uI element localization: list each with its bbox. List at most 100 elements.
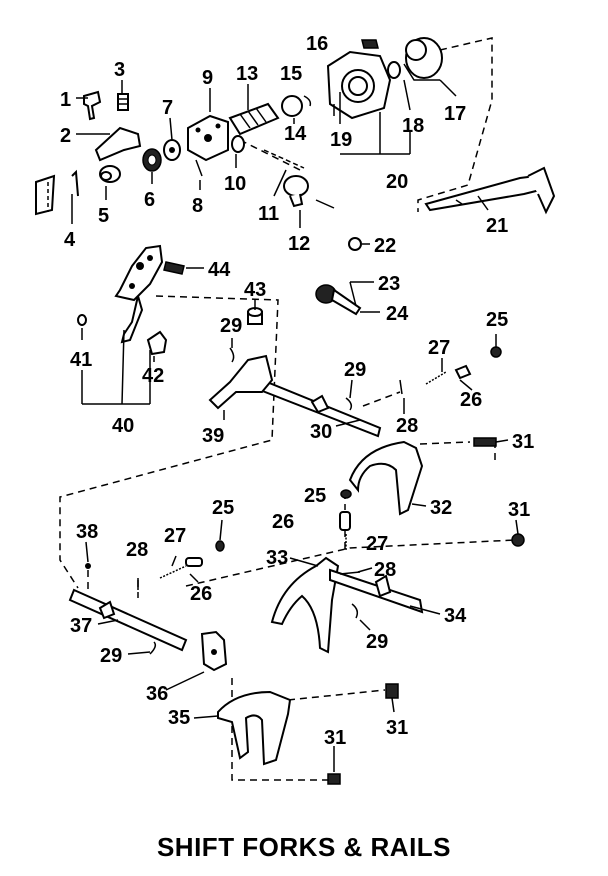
bushing-5 (99, 165, 121, 183)
callout-22: 22 (374, 235, 396, 257)
leader-lines (71, 79, 519, 772)
spring-27a (425, 371, 447, 385)
shift-rail-34 (329, 568, 424, 614)
shift-rail-21 (424, 166, 556, 215)
bolt-16 (361, 39, 379, 49)
callout-43: 43 (244, 279, 266, 301)
callout-30: 30 (310, 421, 332, 443)
spring-23 (349, 281, 357, 307)
callout-13: 13 (236, 63, 258, 85)
bolt-31d (327, 773, 341, 785)
shift-fork-32 (348, 440, 424, 516)
callout-29c: 29 (366, 631, 388, 653)
callout-44: 44 (208, 259, 231, 281)
callout-19: 19 (330, 129, 352, 151)
interlock-26a (454, 364, 472, 380)
detent-plunger-24 (315, 284, 362, 316)
callout-27a: 27 (428, 337, 450, 359)
callout-39: 39 (202, 425, 224, 447)
lever-12 (283, 175, 309, 208)
callout-24: 24 (386, 303, 409, 325)
clip-29d (149, 641, 157, 655)
callout-27c: 27 (164, 525, 186, 547)
bolt-31b (511, 533, 525, 547)
callout-37: 37 (70, 615, 92, 637)
callout-8: 8 (192, 195, 203, 217)
callout-18: 18 (402, 115, 424, 137)
callout-26c: 26 (190, 583, 212, 605)
callout-9: 9 (202, 67, 213, 89)
plug-38 (85, 563, 91, 569)
bolt-31c (385, 683, 399, 699)
callout-26a: 26 (460, 389, 482, 411)
callout-17: 17 (444, 103, 466, 125)
callout-36: 36 (146, 683, 168, 705)
callout-11: 11 (258, 203, 279, 225)
callout-33: 33 (266, 547, 288, 569)
shift-rail-37 (68, 588, 188, 652)
gasket-18 (387, 61, 401, 79)
callout-29b: 29 (344, 359, 366, 381)
callout-2: 2 (60, 125, 71, 147)
callout-27b: 27 (366, 533, 388, 555)
callout-28c: 28 (126, 539, 148, 561)
callout-32: 32 (430, 497, 452, 519)
callout-41: 41 (70, 349, 92, 371)
callout-42: 42 (142, 365, 164, 387)
callout-31c: 31 (386, 717, 408, 739)
shift-fork-35 (217, 690, 292, 766)
callout-31a: 31 (512, 431, 534, 453)
clip-15 (303, 95, 312, 107)
callout-12: 12 (288, 233, 310, 255)
clip-29b (345, 397, 353, 411)
callout-20: 20 (386, 171, 408, 193)
callout-29d: 29 (100, 645, 122, 667)
cap-43 (247, 307, 263, 325)
spring-assembly-13 (228, 102, 280, 136)
callout-5: 5 (98, 205, 109, 227)
callout-15: 15 (280, 63, 302, 85)
cover-19 (326, 50, 392, 120)
callout-26b: 26 (272, 511, 294, 533)
roll-pin-8b (315, 199, 335, 209)
shift-fork-33 (270, 556, 340, 654)
interlock-26c (185, 557, 203, 567)
clip-29a (229, 347, 235, 363)
callout-6: 6 (144, 189, 155, 211)
clip-29c (351, 603, 359, 619)
shift-shaft-9 (187, 114, 229, 162)
plug-25b (340, 489, 352, 499)
retainer-10 (231, 135, 245, 153)
interlock-26b (339, 511, 351, 531)
callout-35: 35 (168, 707, 190, 729)
callout-25c: 25 (212, 497, 234, 519)
plug-25c (215, 540, 225, 552)
callout-31d: 31 (324, 727, 346, 749)
shift-lever-40 (81, 244, 164, 405)
washer-7 (163, 139, 181, 161)
bracket-42 (146, 330, 168, 356)
callout-14: 14 (284, 123, 307, 145)
callout-25a: 25 (486, 309, 508, 331)
callout-1: 1 (60, 89, 71, 111)
callout-34: 34 (444, 605, 467, 627)
callout-25b: 25 (304, 485, 326, 507)
callout-21: 21 (486, 215, 508, 237)
callout-labels: 1 2 3 4 5 6 7 8 9 10 11 12 13 14 15 16 1… (60, 33, 534, 749)
callout-16: 16 (306, 33, 328, 55)
diagram-title: SHIFT FORKS & RAILS (156, 832, 452, 862)
seal-6 (142, 148, 162, 172)
roll-pin-28a (399, 379, 403, 395)
cap-14 (281, 95, 303, 117)
roll-pin-8a (195, 159, 203, 177)
roll-pin-28b (339, 571, 361, 575)
pin-41 (77, 314, 87, 326)
bolt-44 (163, 261, 185, 275)
shift-fork-39 (208, 354, 274, 410)
bolt-1 (83, 90, 102, 121)
callout-28a: 28 (396, 415, 418, 437)
boot-17 (403, 37, 443, 81)
callout-4: 4 (64, 229, 76, 251)
spring-27c (159, 565, 187, 579)
